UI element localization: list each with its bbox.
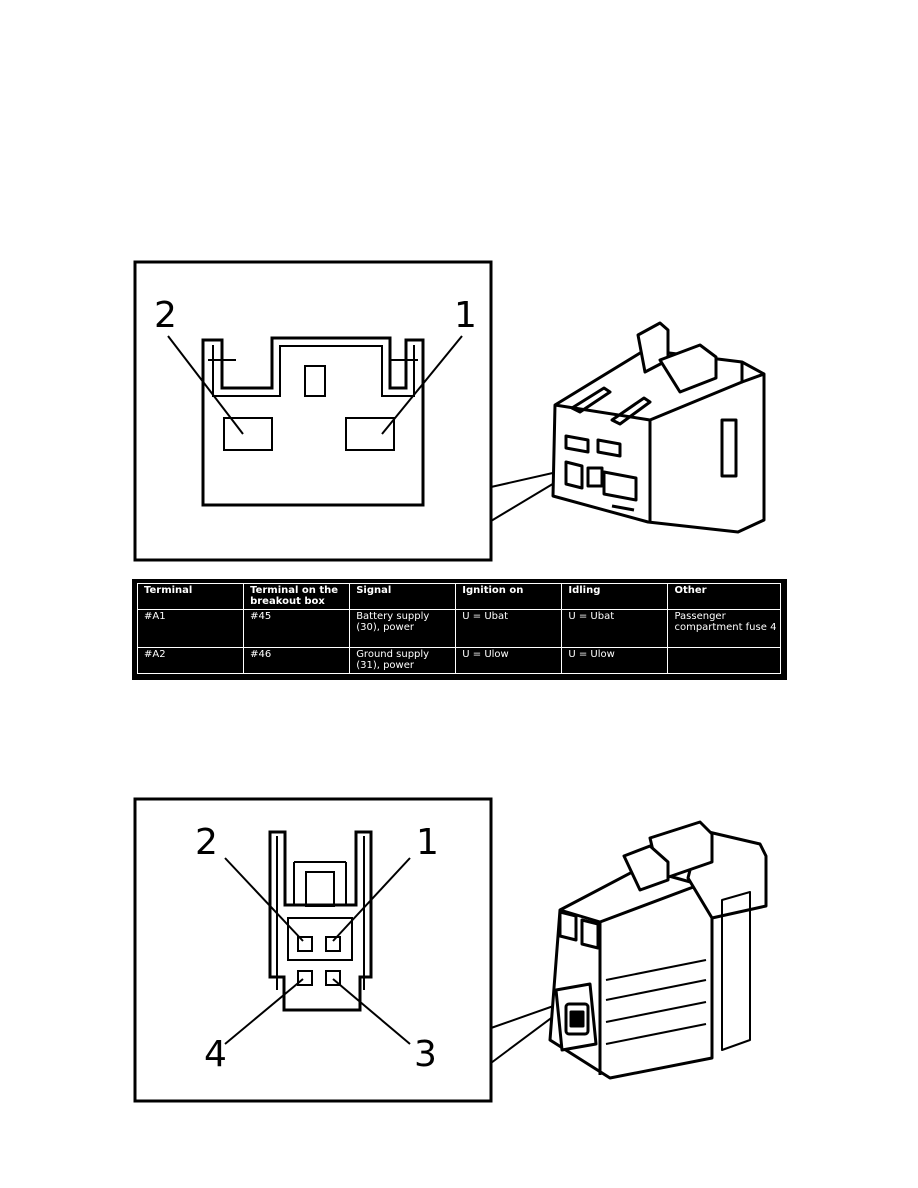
table-cell: U = Ubat [561,609,669,648]
table-header-row: Terminal Terminal on the breakout box Si… [136,583,781,610]
connector-4pin-iso-view [548,820,768,1080]
table-cell: Passenger compartment fuse 4 [667,609,781,648]
leader-line-1 [332,857,411,942]
connector-4pin-drawing: 2 1 4 3 [133,797,768,1103]
terminal-cavity-2 [223,417,273,451]
connector-face-outline [201,336,425,507]
table-cell: #45 [243,609,351,648]
leader-line-4 [224,978,304,1045]
terminal-table: Terminal Terminal on the breakout box Si… [132,579,787,680]
connector-2pin-figure: 2 1 [0,0,918,580]
table-row: #A2 #46 Ground supply (31), power U = Ul… [136,647,781,674]
connector-4pin-figure: 2 1 4 3 [0,780,918,1120]
col-header-terminal: Terminal [136,583,245,610]
leader-line-2 [167,335,244,435]
table-cell: #A1 [136,609,245,648]
col-header-other: Other [667,583,781,610]
terminal-cavity-1 [325,936,341,952]
callout-number-2: 2 [154,295,177,336]
table-cell: Battery supply (30), power [349,609,457,648]
terminal-cavity-1 [345,417,395,451]
latch-notch [304,365,326,397]
terminal-cavity-4 [297,970,313,986]
table-cell: U = Ulow [455,647,563,674]
table-cell: #46 [243,647,351,674]
table-cell: U = Ubat [455,609,563,648]
table-cell: #A2 [136,647,245,674]
col-header-ignition-on: Ignition on [455,583,563,610]
callout-frame [133,260,493,562]
callout-number-4: 4 [204,1034,227,1075]
table-cell: U = Ulow [561,647,669,674]
callout-number-2: 2 [195,822,218,863]
latch-notch [305,871,335,907]
leader-line-3 [332,978,411,1045]
leader-line-2 [224,857,304,942]
callout-number-1: 1 [454,295,477,336]
table-cell: Ground supply (31), power [349,647,457,674]
callout-number-1: 1 [416,822,439,863]
connector-2pin-drawing: 2 1 [133,260,766,562]
table-cell [667,647,781,674]
connector-2pin-iso-view [551,321,766,534]
connector-face-outline [268,830,373,1012]
table-row: #A1 #45 Battery supply (30), power U = U… [136,609,781,648]
col-header-idling: Idling [561,583,669,610]
leader-line-1 [381,335,463,435]
col-header-signal: Signal [349,583,457,610]
col-header-breakout-terminal: Terminal on the breakout box [243,583,351,610]
callout-number-3: 3 [414,1034,437,1075]
